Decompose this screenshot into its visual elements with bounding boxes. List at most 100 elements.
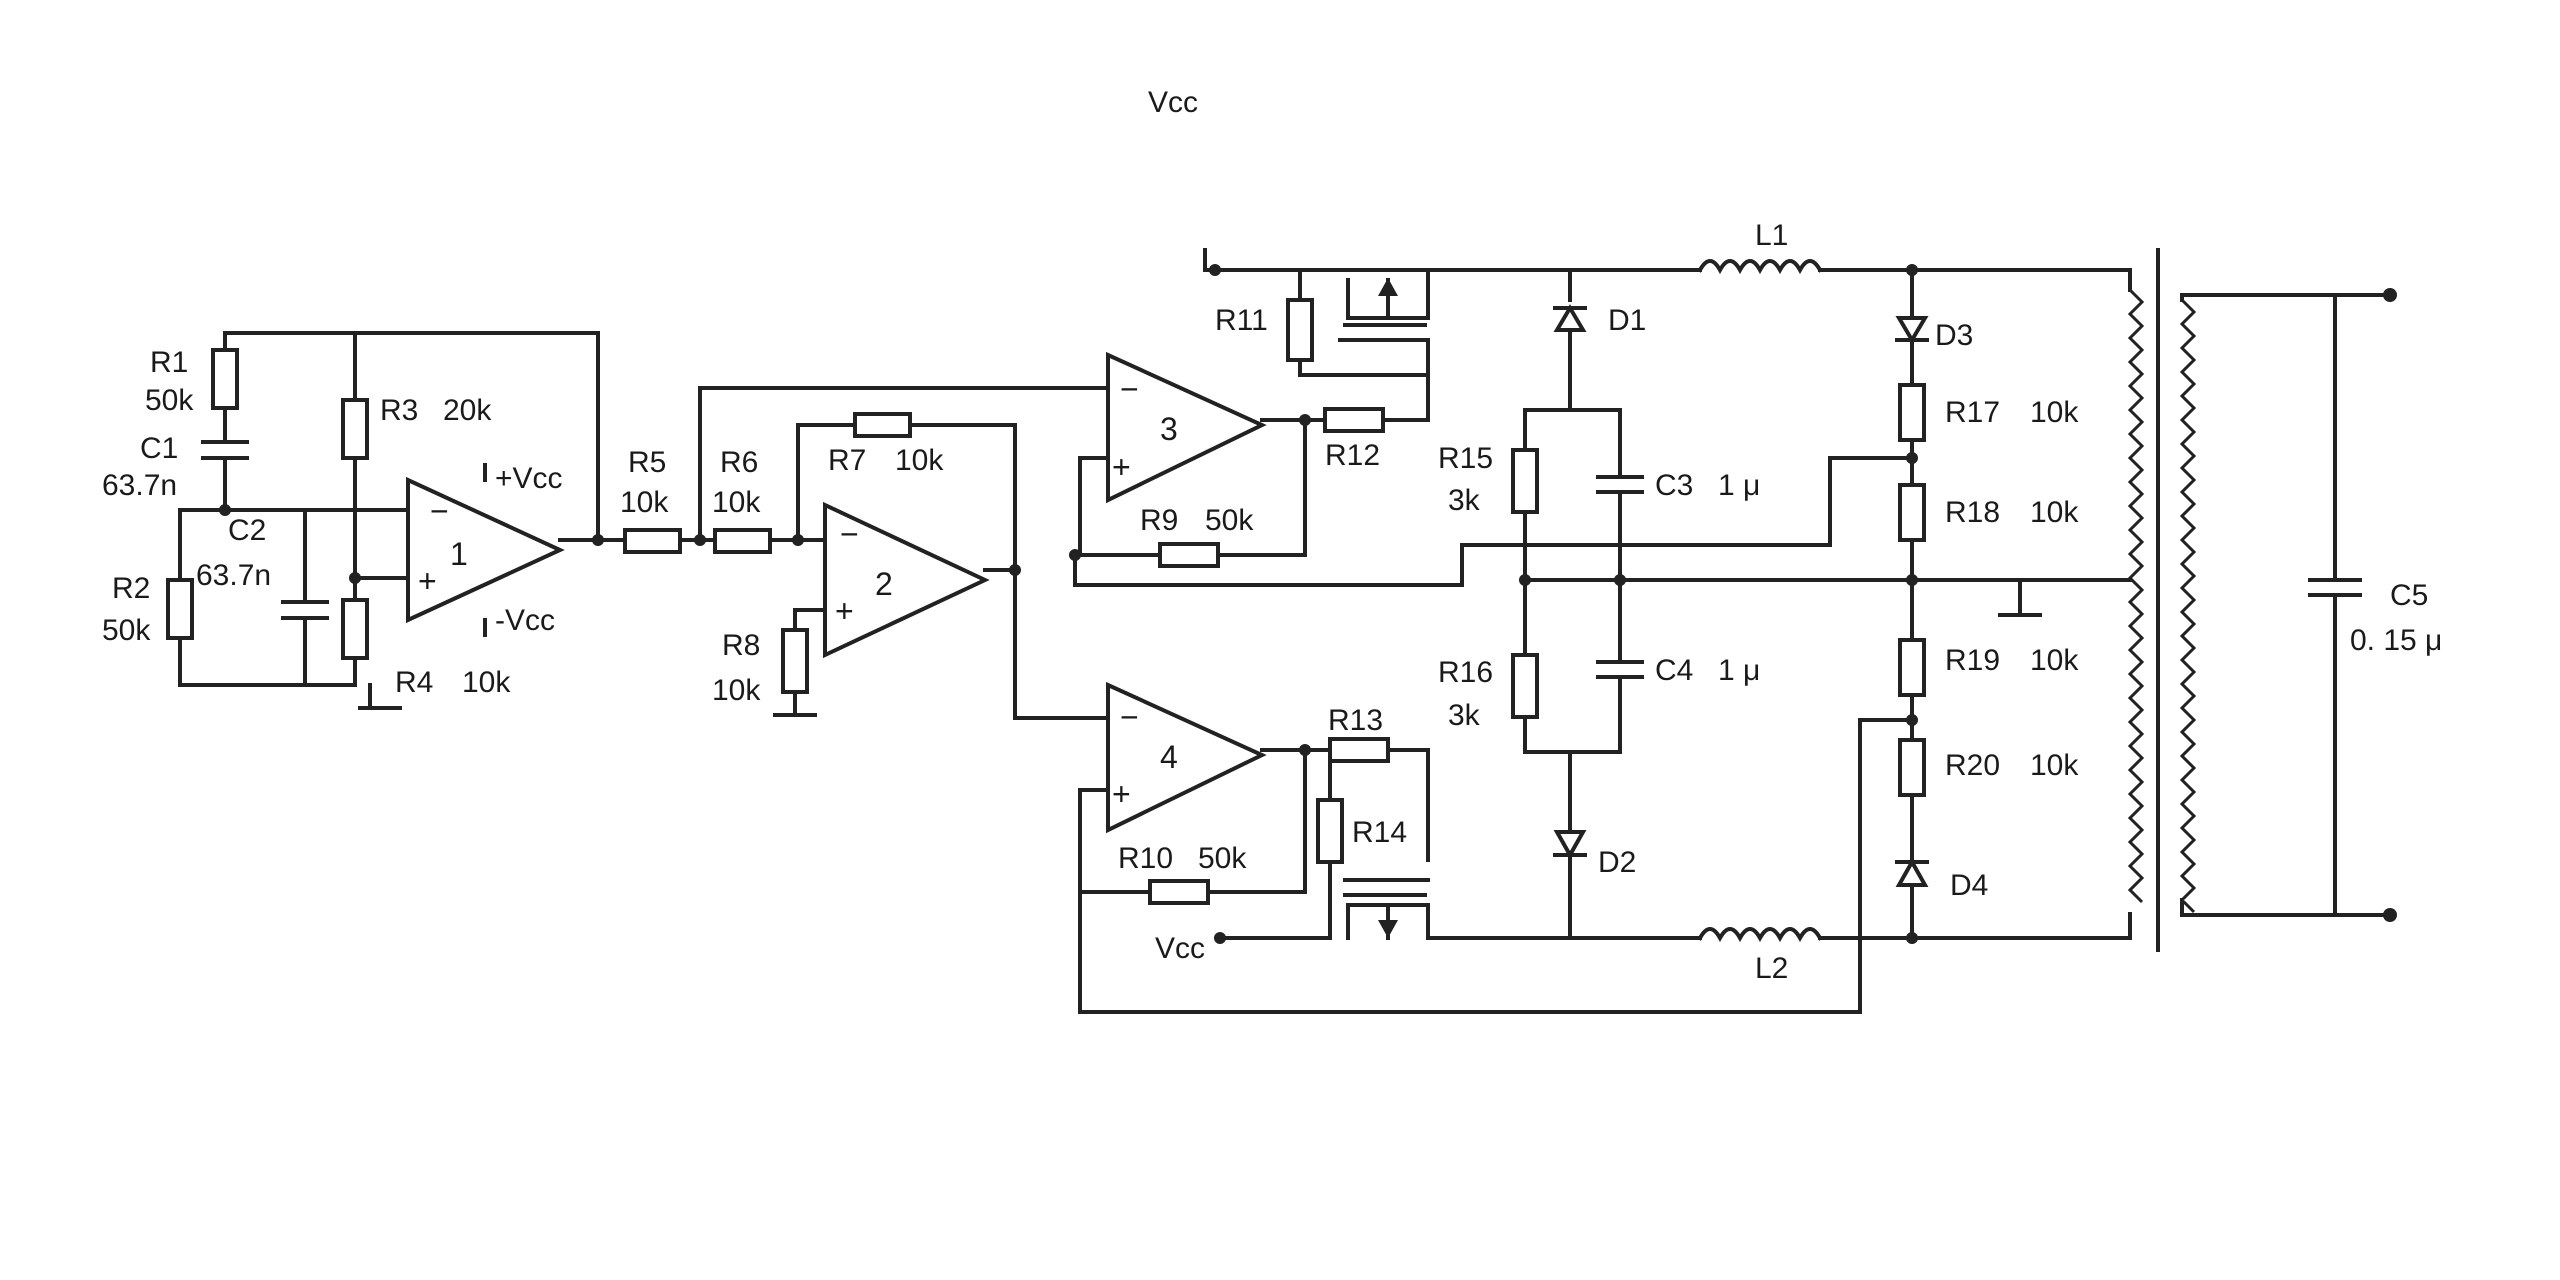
resistor-r5 <box>623 528 682 554</box>
label-d3: D3 <box>1935 319 1973 352</box>
label-r13: R13 <box>1328 704 1383 737</box>
label-c3: C3 <box>1655 469 1693 502</box>
opamp3-plus-sign: + <box>1112 449 1131 485</box>
label-r14: R14 <box>1352 816 1407 849</box>
op-amp-1: − + 1 <box>406 476 565 624</box>
diode-d4 <box>1895 857 1929 887</box>
label-r12: R12 <box>1325 439 1380 472</box>
label-r17: R17 <box>1945 396 2000 429</box>
op-amp-2: − + 2 <box>823 501 990 659</box>
stage-upper-driver: − + 3 Vcc <box>1069 86 1914 587</box>
stage-lower-driver: − + 4 Vcc R13 R14 R10 <box>1078 681 1914 1014</box>
label-r4-value: 10k <box>462 666 511 699</box>
label-r5: R5 <box>628 446 666 479</box>
resistor-r4 <box>341 598 369 660</box>
label-c2: C2 <box>228 514 266 547</box>
resistor-r19 <box>1898 638 1926 697</box>
opamp2-plus-sign: + <box>835 593 854 629</box>
op-amp-4: − + 4 <box>1106 681 1267 834</box>
label-r18: R18 <box>1945 496 2000 529</box>
resistor-r15 <box>1511 448 1539 514</box>
label-r10: R10 <box>1118 842 1173 875</box>
resistor-r10 <box>1148 879 1210 905</box>
label-c5-value: 0. 15 μ <box>2350 624 2442 657</box>
mosfet-upper <box>1338 268 1430 342</box>
label-l1: L1 <box>1755 219 1788 252</box>
stage-divider: D3 R17 10k R18 10k R19 10k R20 10k D4 <box>1895 264 2079 944</box>
label-r11: R11 <box>1215 304 1268 337</box>
label-c2-value: 63.7n <box>196 559 271 592</box>
capacitor-c1 <box>201 440 249 460</box>
capacitor-c4 <box>1596 660 1644 679</box>
resistor-r7 <box>853 412 912 438</box>
capacitor-c3 <box>1596 475 1644 494</box>
label-r19: R19 <box>1945 644 2000 677</box>
label-r17-value: 10k <box>2030 396 2079 429</box>
label-d4: D4 <box>1950 869 1988 902</box>
label-c1-value: 63.7n <box>102 469 177 502</box>
label-d2: D2 <box>1598 846 1636 879</box>
label-c4-value: 1 μ <box>1718 654 1760 687</box>
resistor-r16 <box>1511 653 1539 719</box>
opamp3-minus-sign: − <box>1120 371 1139 407</box>
resistor-r6 <box>713 528 772 554</box>
label-r9: R9 <box>1140 504 1178 537</box>
label-r19-value: 10k <box>2030 644 2079 677</box>
label-r20: R20 <box>1945 749 2000 782</box>
resistor-r3 <box>341 398 369 460</box>
label-r8: R8 <box>722 629 760 662</box>
inductor-l1 <box>1697 259 1823 275</box>
output-terminal-top <box>2383 288 2397 302</box>
op-amp-3: − + 3 <box>1106 351 1267 504</box>
label-c3-value: 1 μ <box>1718 469 1760 502</box>
mosfet-lower <box>1343 878 1430 940</box>
resistor-r13 <box>1328 737 1390 763</box>
diode-d1 <box>1553 304 1587 332</box>
diode-d3 <box>1895 316 1929 344</box>
opamp2-number: 2 <box>875 566 893 602</box>
label-r5-value: 10k <box>620 486 669 519</box>
label-r20-value: 10k <box>2030 749 2079 782</box>
label-r6: R6 <box>720 446 758 479</box>
label-plus-vcc: +Vcc <box>495 462 563 495</box>
opamp1-minus-sign: − <box>430 493 449 529</box>
resistor-r1 <box>211 348 239 410</box>
stage-output: C5 0. 15 μ <box>2308 288 2442 922</box>
label-r10-value: 50k <box>1198 842 1247 875</box>
resistor-r8 <box>781 628 809 694</box>
label-c1: C1 <box>140 432 178 465</box>
output-terminal-bottom <box>2383 908 2397 922</box>
label-r2: R2 <box>112 572 150 605</box>
label-c4: C4 <box>1655 654 1693 687</box>
diode-d2 <box>1553 830 1587 860</box>
opamp1-number: 1 <box>450 536 468 572</box>
inductor-l2 <box>1697 927 1823 943</box>
stage-oscillator: − + 1 +Vcc -Vcc R1 50k C1 63.7n C2 63.7n… <box>102 331 627 710</box>
stage-bridge: D1 R15 3k C3 1 μ R16 3k C4 1 μ D2 <box>1438 268 2132 940</box>
label-r3: R3 <box>380 394 418 427</box>
label-r6-value: 10k <box>712 486 761 519</box>
label-r1-value: 50k <box>145 384 194 417</box>
label-r7-value: 10k <box>895 444 944 477</box>
opamp4-minus-sign: − <box>1120 699 1139 735</box>
resistor-r9 <box>1158 542 1220 568</box>
opamp4-number: 4 <box>1160 739 1178 775</box>
capacitor-c5 <box>2308 578 2362 597</box>
label-r15: R15 <box>1438 442 1493 475</box>
opamp4-plus-sign: + <box>1112 776 1131 812</box>
capacitor-c2 <box>281 600 329 620</box>
label-r18-value: 10k <box>2030 496 2079 529</box>
resistor-r18 <box>1898 483 1926 542</box>
resistor-r17 <box>1898 383 1926 442</box>
resistor-r12 <box>1323 407 1385 433</box>
opamp2-minus-sign: − <box>840 516 859 552</box>
label-r16: R16 <box>1438 656 1493 689</box>
label-r9-value: 50k <box>1205 504 1254 537</box>
label-r2-value: 50k <box>102 614 151 647</box>
label-r1: R1 <box>150 346 188 379</box>
transformer <box>2127 248 2392 952</box>
label-d1: D1 <box>1608 304 1646 337</box>
label-r7: R7 <box>828 444 866 477</box>
label-vcc-bottom: Vcc <box>1155 932 1205 965</box>
